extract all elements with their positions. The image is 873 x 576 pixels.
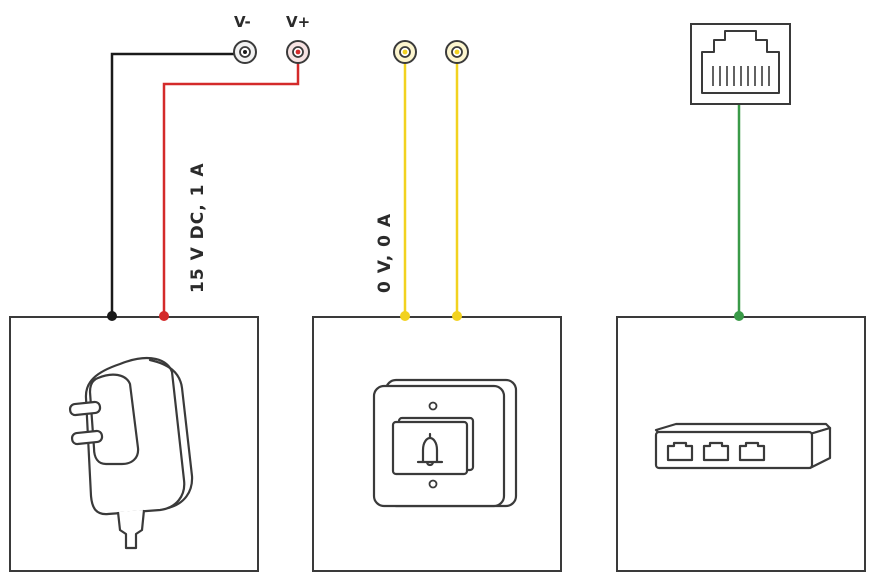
doorbell-terminal-left bbox=[393, 40, 417, 64]
doorbell-button-icon bbox=[372, 378, 518, 508]
doorbell-terminal-right bbox=[445, 40, 469, 64]
v-plus-label: V+ bbox=[286, 13, 310, 31]
v-minus-terminal bbox=[233, 40, 257, 64]
v-minus-label: V- bbox=[234, 13, 251, 31]
doorbell-rating-label: 0 V, 0 A bbox=[375, 213, 395, 293]
network-switch-icon bbox=[654, 422, 832, 470]
v-plus-terminal bbox=[286, 40, 310, 64]
power-adapter-icon bbox=[68, 356, 194, 550]
red-wire bbox=[162, 54, 300, 316]
power-rating-label: 15 V DC, 1 A bbox=[188, 162, 208, 293]
red-wire-junction bbox=[159, 311, 169, 321]
ethernet-port-icon bbox=[690, 23, 791, 105]
black-wire-junction bbox=[107, 311, 117, 321]
black-wire bbox=[110, 52, 242, 316]
yellow-wire-junction-right bbox=[452, 311, 462, 321]
green-wire-junction bbox=[734, 311, 744, 321]
yellow-wire-junction-left bbox=[400, 311, 410, 321]
